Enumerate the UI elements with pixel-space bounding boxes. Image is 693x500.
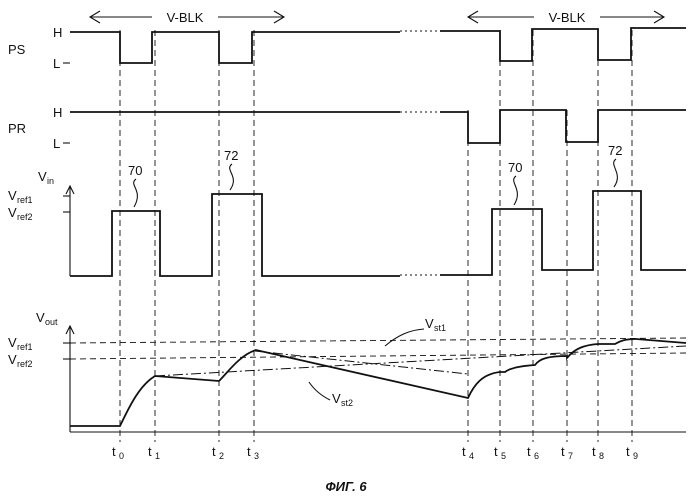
time-label-t0: t0 — [112, 444, 124, 461]
time-label-t9: t9 — [626, 444, 638, 461]
svg-text:ref2: ref2 — [17, 212, 33, 222]
pr-level-h: H — [53, 105, 62, 120]
vin-waveform-a — [70, 194, 400, 276]
svg-text:out: out — [45, 317, 58, 327]
vin-pulse-ref-70-a: 70 — [128, 163, 142, 178]
svg-text:V: V — [36, 310, 45, 325]
time-label-t4: t4 — [462, 444, 474, 461]
vblk-label-right: V-BLK — [549, 10, 586, 25]
svg-text:t: t — [626, 444, 630, 459]
vblk-label-left: V-BLK — [167, 10, 204, 25]
time-label-t3: t3 — [247, 444, 259, 461]
svg-text:2: 2 — [219, 451, 224, 461]
vst1-line — [155, 346, 686, 376]
svg-text:V: V — [8, 188, 17, 203]
pr-level-l: L — [53, 136, 60, 151]
svg-text:V: V — [332, 391, 341, 406]
svg-text:V: V — [8, 335, 17, 350]
svg-text:V: V — [425, 316, 434, 331]
pr-waveform-b — [440, 110, 686, 143]
svg-text:ref2: ref2 — [17, 359, 33, 369]
ps-waveform-a — [70, 32, 400, 63]
svg-text:8: 8 — [599, 451, 604, 461]
svg-text:t: t — [561, 444, 565, 459]
svg-text:t: t — [212, 444, 216, 459]
vin-axis-label: V in — [38, 169, 54, 186]
vout-vref2-label: V ref2 — [8, 352, 33, 369]
pr-label: PR — [8, 121, 26, 136]
vst2-label: V st2 — [332, 391, 353, 408]
time-marker-lines — [120, 30, 632, 442]
svg-text:4: 4 — [469, 451, 474, 461]
ps-waveform-b — [440, 28, 686, 61]
svg-text:in: in — [47, 176, 54, 186]
ps-label: PS — [8, 42, 26, 57]
svg-text:ref1: ref1 — [17, 342, 33, 352]
svg-text:t: t — [592, 444, 596, 459]
svg-text:ref1: ref1 — [17, 195, 33, 205]
vout-vref1-line — [70, 338, 686, 343]
vout-waveform — [70, 339, 686, 426]
svg-text:st1: st1 — [434, 323, 446, 333]
time-label-t1: t1 — [148, 444, 160, 461]
time-label-t8: t8 — [592, 444, 604, 461]
vin-vref1-label: V ref1 — [8, 188, 33, 205]
svg-text:7: 7 — [568, 451, 573, 461]
svg-text:V: V — [38, 169, 47, 184]
svg-text:st2: st2 — [341, 398, 353, 408]
vblk-arrow-left: V-BLK — [90, 8, 284, 26]
svg-text:5: 5 — [501, 451, 506, 461]
time-label-t5: t5 — [494, 444, 506, 461]
vst2-line — [255, 351, 468, 374]
vout-vref2-line — [70, 353, 686, 359]
figure-caption: ФИГ. 6 — [325, 479, 367, 494]
svg-text:t: t — [112, 444, 116, 459]
svg-text:9: 9 — [633, 451, 638, 461]
svg-text:t: t — [148, 444, 152, 459]
svg-text:t: t — [462, 444, 466, 459]
svg-text:1: 1 — [155, 451, 160, 461]
svg-text:3: 3 — [254, 451, 259, 461]
svg-text:t: t — [527, 444, 531, 459]
vblk-arrow-right: V-BLK — [468, 8, 664, 26]
vout-vref1-label: V ref1 — [8, 335, 33, 352]
svg-text:t: t — [247, 444, 251, 459]
vin-pulse-ref-72-a: 72 — [224, 148, 238, 163]
ps-level-l: L — [53, 56, 60, 71]
vout-axis-label: V out — [36, 310, 58, 327]
svg-text:0: 0 — [119, 451, 124, 461]
time-label-t6: t6 — [527, 444, 539, 461]
time-label-t2: t2 — [212, 444, 224, 461]
time-label-t7: t7 — [561, 444, 573, 461]
svg-text:6: 6 — [534, 451, 539, 461]
vin-pulse-ref-70-b: 70 — [508, 160, 522, 175]
svg-text:V: V — [8, 352, 17, 367]
vst1-label: V st1 — [425, 316, 446, 333]
vin-vref2-label: V ref2 — [8, 205, 33, 222]
ps-level-h: H — [53, 25, 62, 40]
svg-text:V: V — [8, 205, 17, 220]
vin-waveform-b — [440, 191, 686, 275]
vin-pulse-ref-72-b: 72 — [608, 143, 622, 158]
svg-text:t: t — [494, 444, 498, 459]
